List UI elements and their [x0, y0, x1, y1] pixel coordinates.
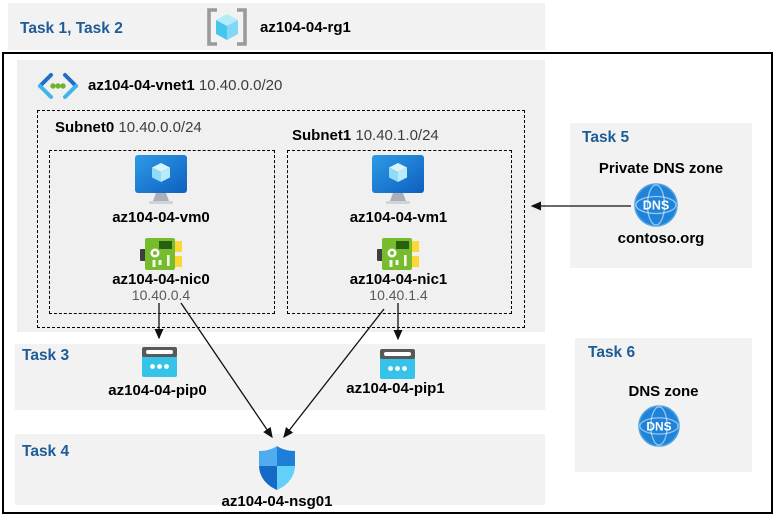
task-1-2-label: Task 1, Task 2 [20, 20, 123, 37]
pip1-label: az104-04-pip1 [346, 380, 445, 397]
dns-zone-icon-text: DNS [646, 419, 671, 433]
nic1-label: az104-04-nic1 [349, 271, 448, 288]
vnet-panel [17, 60, 545, 332]
resource-group-icon [207, 8, 247, 46]
private-dns-zone-title: Private DNS zone [598, 160, 724, 177]
subnet1-cidr: 10.40.1.0/24 [355, 127, 439, 144]
nic0-label: az104-04-nic0 [112, 271, 210, 288]
vm0-label: az104-04-vm0 [112, 209, 210, 226]
dns-private-icon: DNS [634, 183, 678, 227]
pip0-label: az104-04-pip0 [108, 382, 207, 399]
vnet-cidr: 10.40.0.0/20 [198, 77, 283, 94]
subnets-container [37, 110, 525, 328]
task-5-label: Task 5 [582, 129, 630, 146]
pip0-icon [142, 347, 177, 377]
nic1-icon [377, 238, 419, 270]
resource-group-name: az104-04-rg1 [260, 19, 351, 36]
subnet0-name: Subnet0 [55, 119, 115, 136]
nic1-ip: 10.40.1.4 [369, 287, 428, 303]
vnet-icon [38, 73, 78, 99]
subnet1-title: Subnet1 10.40.1.0/24 [292, 127, 439, 144]
pip1-icon [380, 349, 415, 379]
task-6-box: Task 6 DNS zone DNS [575, 338, 752, 472]
dns-zone-title: DNS zone [628, 383, 699, 400]
vnet-title: az104-04-vnet1 10.40.0.0/20 [88, 77, 282, 94]
private-dns-zone-name: contoso.org [617, 230, 705, 247]
nsg-shield-icon [259, 446, 295, 490]
diagram-frame [2, 52, 773, 514]
nsg-label: az104-04-nsg01 [221, 493, 333, 510]
nic0-ip: 10.40.0.4 [131, 287, 191, 303]
subnet0-cidr: 10.40.0.0/24 [118, 119, 202, 136]
task-3-band: Task 3 [15, 344, 545, 410]
task-5-box: Task 5 Private DNS zone DNS contoso.org [570, 123, 752, 268]
dns-zone-icon: DNS [638, 405, 680, 447]
vm0-icon [135, 155, 187, 204]
vm1-icon [372, 155, 424, 204]
subnet0-box [49, 150, 275, 314]
subnet1-box [287, 150, 512, 314]
vnet-name: az104-04-vnet1 [88, 77, 195, 94]
task-1-2-band: Task 1, Task 2 [8, 3, 545, 50]
task-4-label: Task 4 [22, 443, 70, 460]
subnet1-name: Subnet1 [292, 127, 352, 144]
dns-private-icon-text: DNS [643, 199, 669, 213]
subnet0-title: Subnet0 10.40.0.0/24 [55, 119, 202, 136]
task-6-label: Task 6 [588, 344, 636, 361]
task-3-label: Task 3 [22, 347, 70, 364]
nic0-icon [140, 238, 182, 270]
vm1-label: az104-04-vm1 [349, 209, 448, 226]
